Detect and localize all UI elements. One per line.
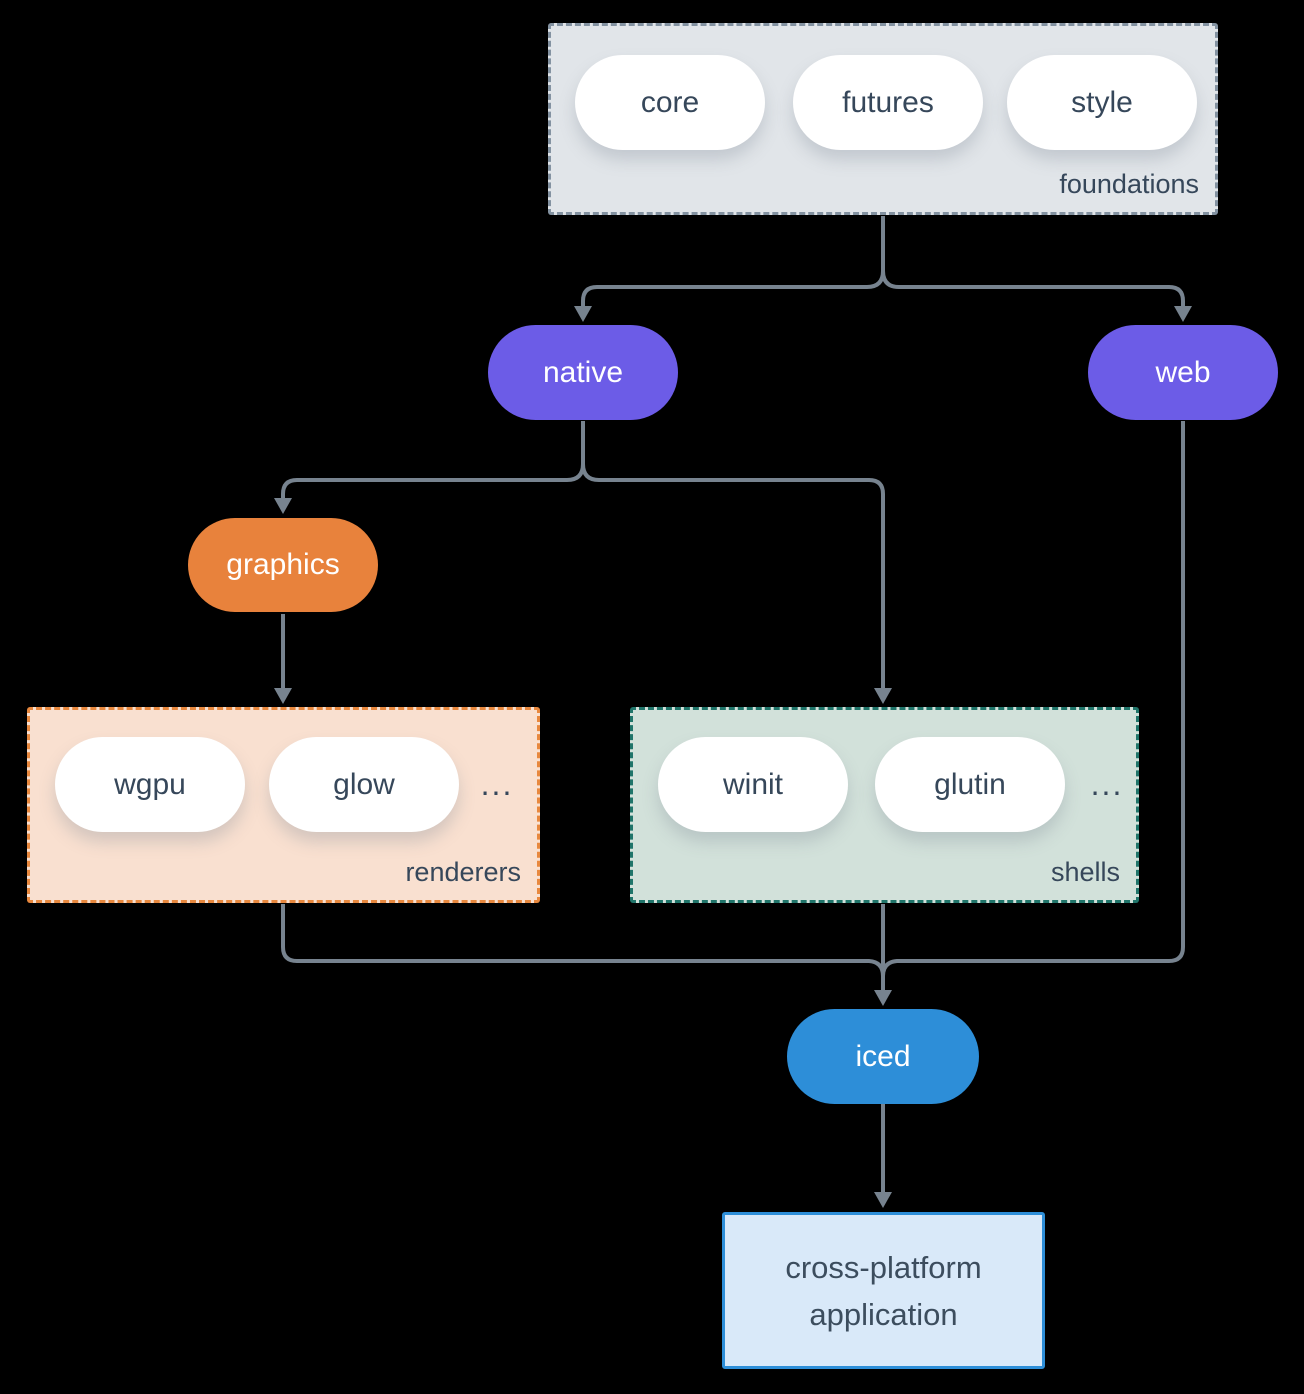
connector-native-to-shells (581, 421, 885, 688)
node-glow-label: glow (333, 767, 395, 801)
node-winit-label: winit (722, 767, 783, 801)
arrow-into-renderers-icon (274, 688, 292, 704)
shells-ellipsis: ... (1090, 766, 1124, 802)
connector-renderers-to-merge (281, 904, 885, 977)
renderers-group-label: renderers (405, 857, 521, 887)
node-graphics-label: graphics (226, 548, 340, 581)
node-glutin: glutin (875, 737, 1065, 832)
foundations-group-label: foundations (1059, 169, 1199, 199)
node-glow: glow (269, 737, 459, 832)
node-iced-label: iced (855, 1039, 911, 1073)
node-wgpu-label: wgpu (114, 767, 186, 801)
node-web: web (1088, 325, 1278, 420)
node-futures-label: futures (842, 85, 934, 119)
node-style: style (1007, 55, 1197, 150)
arrow-into-shells-icon (874, 688, 892, 704)
connector-foundations-to-native (581, 216, 885, 307)
renderers-ellipsis: ... (480, 766, 514, 802)
node-native: native (488, 325, 678, 420)
shells-group-box: winit glutin ... shells (630, 707, 1139, 903)
renderers-group-box: wgpu glow ... renderers (27, 707, 540, 903)
application-box: cross-platform application (722, 1212, 1045, 1369)
arrow-into-graphics-icon (274, 498, 292, 514)
node-native-label: native (542, 355, 624, 389)
node-winit: winit (658, 737, 848, 832)
application-label-line1: cross-platform (785, 1249, 982, 1285)
node-core: core (575, 55, 765, 150)
arrow-into-web-icon (1174, 306, 1192, 322)
node-graphics: graphics (188, 518, 378, 612)
node-wgpu: wgpu (55, 737, 245, 832)
node-style-label: style (1071, 85, 1133, 119)
node-core-label: core (640, 85, 700, 119)
node-futures: futures (793, 55, 983, 150)
connector-native-to-graphics (281, 421, 585, 498)
arrow-into-native-icon (574, 306, 592, 322)
arrow-into-application-icon (874, 1192, 892, 1208)
node-glutin-label: glutin (934, 767, 1006, 801)
foundations-group-box: core futures style foundations (548, 23, 1218, 215)
shells-group-label: shells (1050, 857, 1120, 887)
node-web-label: web (1155, 355, 1211, 389)
application-label-line2: application (809, 1296, 958, 1332)
arrow-into-iced-icon (874, 990, 892, 1006)
connector-foundations-to-web (881, 216, 1185, 307)
node-iced: iced (787, 1009, 979, 1104)
